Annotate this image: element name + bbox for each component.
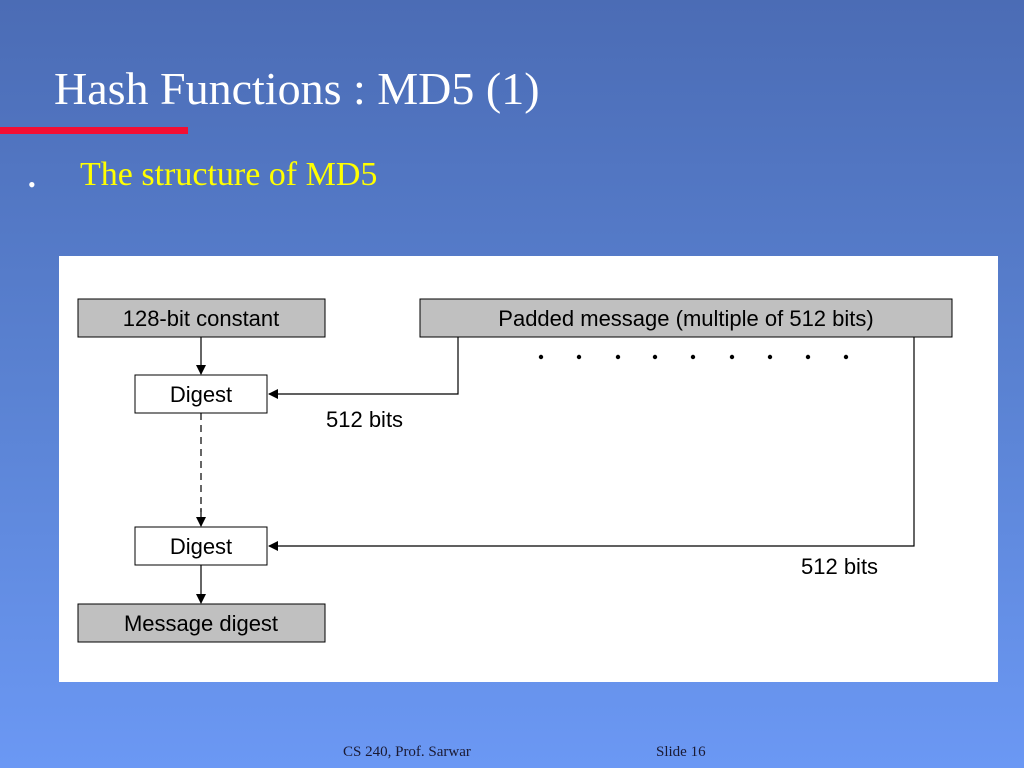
digest-box-2: Digest <box>134 526 268 566</box>
digest-box-1: Digest <box>134 374 268 414</box>
message-digest-label: Message digest <box>124 611 278 636</box>
bullet-text: The structure of MD5 <box>80 156 378 193</box>
footer-slide-number: Slide 16 <box>656 744 706 760</box>
footer-course: CS 240, Prof. Sarwar <box>343 744 471 760</box>
padded-message-label: Padded message (multiple of 512 bits) <box>498 306 873 331</box>
diagram-canvas: 128-bit constant Padded message (multipl… <box>77 298 953 643</box>
bullet-icon: • <box>28 172 36 197</box>
digest-label-1: Digest <box>170 382 232 407</box>
constant-box: 128-bit constant <box>77 298 326 338</box>
block-size-label-2: 512 bits <box>801 554 878 579</box>
padded-message-box: Padded message (multiple of 512 bits) <box>419 298 953 338</box>
md5-structure-diagram: 128-bit constant Padded message (multipl… <box>59 256 998 682</box>
block-size-label-1: 512 bits <box>326 407 403 432</box>
constant-label: 128-bit constant <box>123 306 280 331</box>
message-digest-box: Message digest <box>77 603 326 643</box>
continuation-dots <box>538 354 849 360</box>
title-underline-rule <box>0 127 188 134</box>
digest-label-2: Digest <box>170 534 232 559</box>
slide-title: Hash Functions : MD5 (1) <box>54 63 540 114</box>
arrow-last-block-feed <box>268 337 915 551</box>
arrow-first-block-feed <box>268 337 459 399</box>
